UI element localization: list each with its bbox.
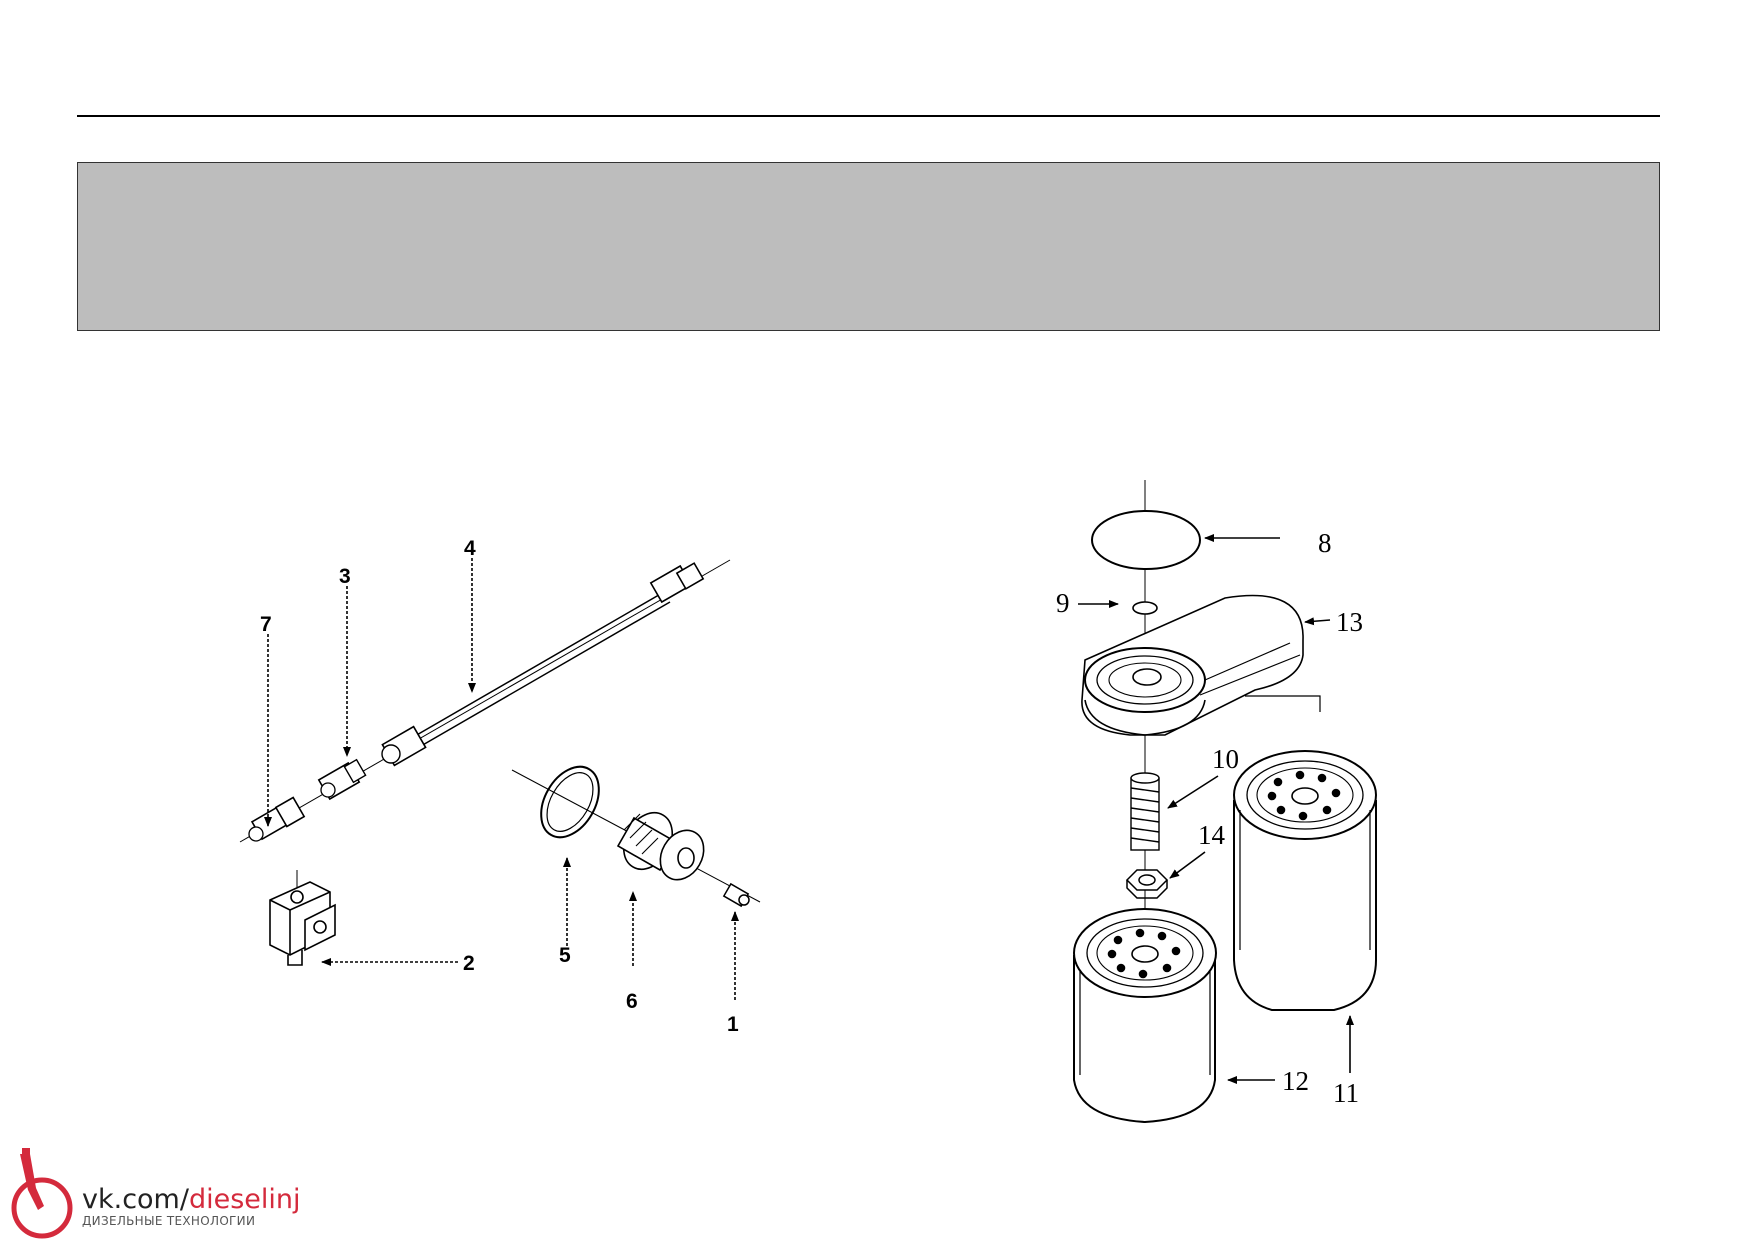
watermark-accent: dieselinj <box>188 1184 301 1215</box>
callout-9: 9 <box>1056 588 1070 618</box>
watermark-subtitle: ДИЗЕЛЬНЫЕ ТЕХНОЛОГИИ <box>82 1214 256 1228</box>
filter-part-11 <box>1233 750 1377 1011</box>
callout-5: 5 <box>559 944 571 967</box>
filter-head-part-13 <box>1081 594 1321 736</box>
callout-4: 4 <box>464 537 476 560</box>
watermark-prefix: vk.com/ <box>82 1184 189 1215</box>
fitting-part-3 <box>317 758 367 801</box>
callout-7: 7 <box>260 613 272 636</box>
watermark-text: vk.com/dieselinj <box>82 1184 301 1215</box>
callout-6: 6 <box>626 990 638 1013</box>
callout-13: 13 <box>1336 607 1363 637</box>
nut-part-14 <box>1125 869 1169 899</box>
right-exploded-view <box>1073 480 1377 1124</box>
header-rule <box>77 115 1660 117</box>
callout-14: 14 <box>1198 820 1226 850</box>
left-exploded-view <box>239 559 761 966</box>
screw-part-1 <box>722 882 750 908</box>
callout-2: 2 <box>463 952 475 975</box>
right-callout-arrows <box>1078 534 1354 1084</box>
fitting-part-7 <box>248 796 306 842</box>
cover-disc-part-8 <box>1091 510 1201 570</box>
o-ring-part-9 <box>1132 601 1158 615</box>
fuel-tube <box>381 562 705 767</box>
tee-block-part-2 <box>269 870 336 966</box>
callout-1: 1 <box>727 1013 739 1036</box>
callout-8: 8 <box>1318 528 1332 558</box>
spring-part-10 <box>1130 772 1160 851</box>
valve-body-part-6 <box>616 811 705 881</box>
header-banner <box>77 162 1660 331</box>
filter-part-12 <box>1073 908 1217 1124</box>
left-callout-arrows <box>264 558 739 1000</box>
callout-12: 12 <box>1282 1066 1309 1096</box>
callout-10: 10 <box>1212 744 1239 774</box>
callout-3: 3 <box>339 565 351 588</box>
callout-11: 11 <box>1333 1078 1359 1108</box>
dieselinj-logo-icon <box>11 1148 73 1239</box>
